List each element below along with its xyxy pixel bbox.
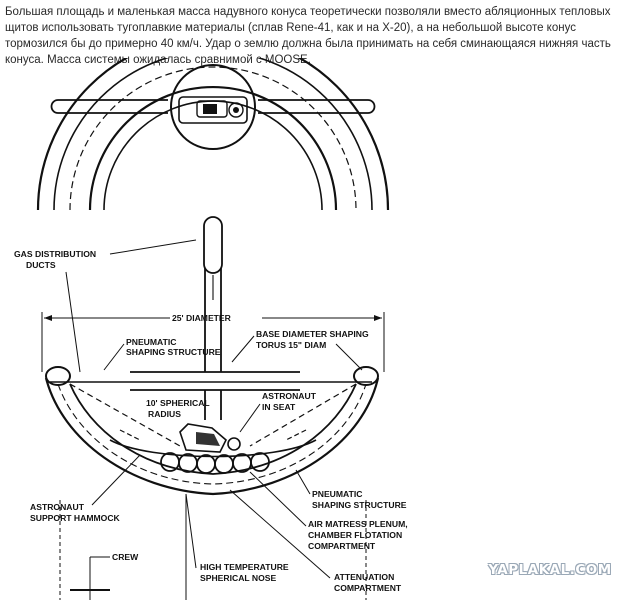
label-astronaut-seat-1: ASTRONAUT	[262, 391, 317, 401]
label-hammock-1: ASTRONAUT	[30, 502, 85, 512]
label-nose-1: HIGH TEMPERATURE	[200, 562, 289, 572]
label-astronaut-seat-2: IN SEAT	[262, 402, 296, 412]
top-view-seat	[178, 96, 248, 124]
label-gas-ducts-2: DUCTS	[26, 260, 56, 270]
top-view-dashed-ring	[69, 66, 357, 211]
label-pneumatic-top-1: PNEUMATIC	[126, 337, 176, 347]
top-view-duct	[58, 99, 368, 114]
cone-outer-shell	[44, 377, 380, 496]
label-hammock-2: SUPPORT HAMMOCK	[30, 513, 121, 523]
label-air-mattress-1: AIR MATRESS PLENUM,	[308, 519, 408, 529]
label-spherical-radius-2: RADIUS	[148, 409, 181, 419]
label-attenuation-2: COMPARTMENT	[334, 583, 402, 593]
top-view-inner-ring	[88, 85, 338, 211]
top-view	[36, 58, 390, 300]
label-attenuation-1: ATTENUATION	[334, 572, 394, 582]
center-column	[204, 268, 222, 372]
leader-gas-ducts	[65, 239, 197, 373]
label-pneumatic-bottom-2: SHAPING STRUCTURE	[312, 500, 407, 510]
label-pneumatic-bottom-1: PNEUMATIC	[312, 489, 362, 499]
air-mattress-cells	[160, 452, 270, 474]
center-beam	[130, 371, 300, 391]
top-view-capsule	[170, 64, 256, 150]
yaplakal-watermark: YAPLAKAL.COM	[488, 562, 612, 578]
top-view-outer-ring	[36, 58, 390, 211]
label-spherical-radius-1: 10' SPHERICAL	[146, 398, 210, 408]
label-air-mattress-3: COMPARTMENT	[308, 541, 376, 551]
label-base-torus-1: BASE DIAMETER SHAPING	[256, 329, 369, 339]
astronaut-seat-icon	[179, 423, 241, 453]
label-air-mattress-2: CHAMBER FLOTATION	[308, 530, 402, 540]
support-hammock	[109, 439, 317, 458]
radius-lines	[69, 383, 357, 447]
label-pneumatic-top-2: SHAPING STRUCTURE	[126, 347, 221, 357]
top-view-outer-ring-inner	[53, 58, 373, 211]
label-nose-2: SPHERICAL NOSE	[200, 573, 277, 583]
gas-distribution-duct	[203, 216, 223, 274]
article-paragraph: Большая площадь и маленькая масса надувн…	[5, 6, 611, 66]
label-base-torus-2: TORUS 15" DIAM	[256, 340, 326, 350]
cone-inner-shell	[69, 383, 357, 475]
label-diameter: 25' DIAMETER	[172, 313, 232, 323]
inflatable-cone-diagram: GAS DISTRIBUTION DUCTS 25' DIAMETER PNEU…	[14, 58, 408, 600]
astronaut-top-icon	[196, 100, 244, 118]
label-crew: CREW	[112, 552, 139, 562]
label-gas-ducts-1: GAS DISTRIBUTION	[14, 249, 96, 259]
side-view	[44, 268, 380, 600]
